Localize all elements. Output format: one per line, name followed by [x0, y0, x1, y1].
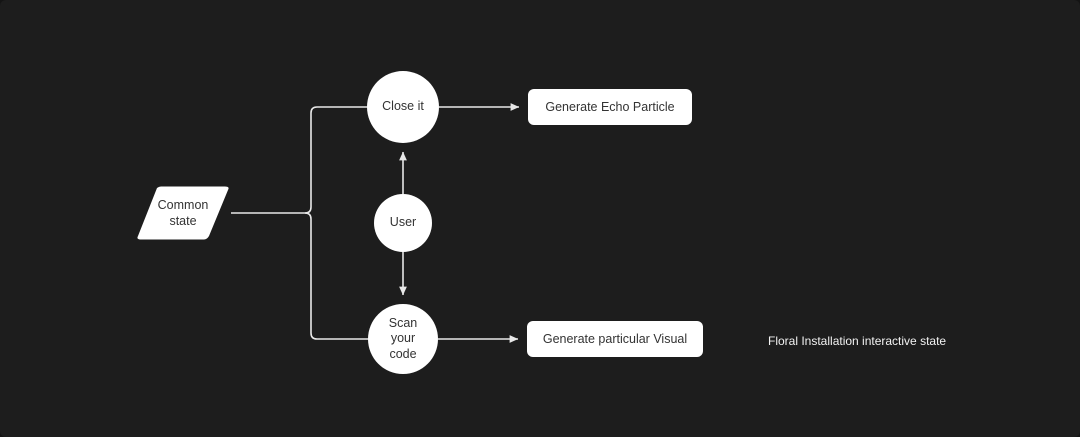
node-close-it-label: Close it	[382, 99, 424, 114]
edge-common-state-to-close-it	[304, 106, 370, 214]
node-scan-your-code[interactable]: Scan your code	[368, 304, 438, 374]
node-generate-echo-particle[interactable]: Generate Echo Particle	[528, 89, 692, 125]
node-generate-echo-particle-label: Generate Echo Particle	[545, 100, 675, 114]
node-scan-your-code-label: Scan your code	[389, 316, 418, 362]
node-scan-label-line1: Scan	[388, 316, 418, 331]
node-common-state[interactable]: Common state	[135, 186, 231, 240]
diagram-caption: Floral Installation interactive state	[768, 334, 947, 348]
node-generate-particular-visual-label: Generate particular Visual	[542, 332, 688, 346]
node-user-label: User	[389, 215, 417, 230]
edge-common-state-to-scan-code	[304, 212, 371, 340]
node-common-state-label-line2: state	[169, 214, 197, 228]
node-scan-label-line2: your	[390, 331, 416, 346]
node-generate-particular-visual[interactable]: Generate particular Visual	[527, 321, 703, 357]
node-user[interactable]: User	[374, 194, 432, 252]
node-scan-label-line3: code	[389, 346, 417, 361]
node-close-it[interactable]: Close it	[367, 71, 439, 143]
node-common-state-label-line1: Common	[157, 197, 209, 212]
parallelogram-shape	[137, 186, 229, 240]
node-common-state-label: Common state	[158, 197, 209, 230]
